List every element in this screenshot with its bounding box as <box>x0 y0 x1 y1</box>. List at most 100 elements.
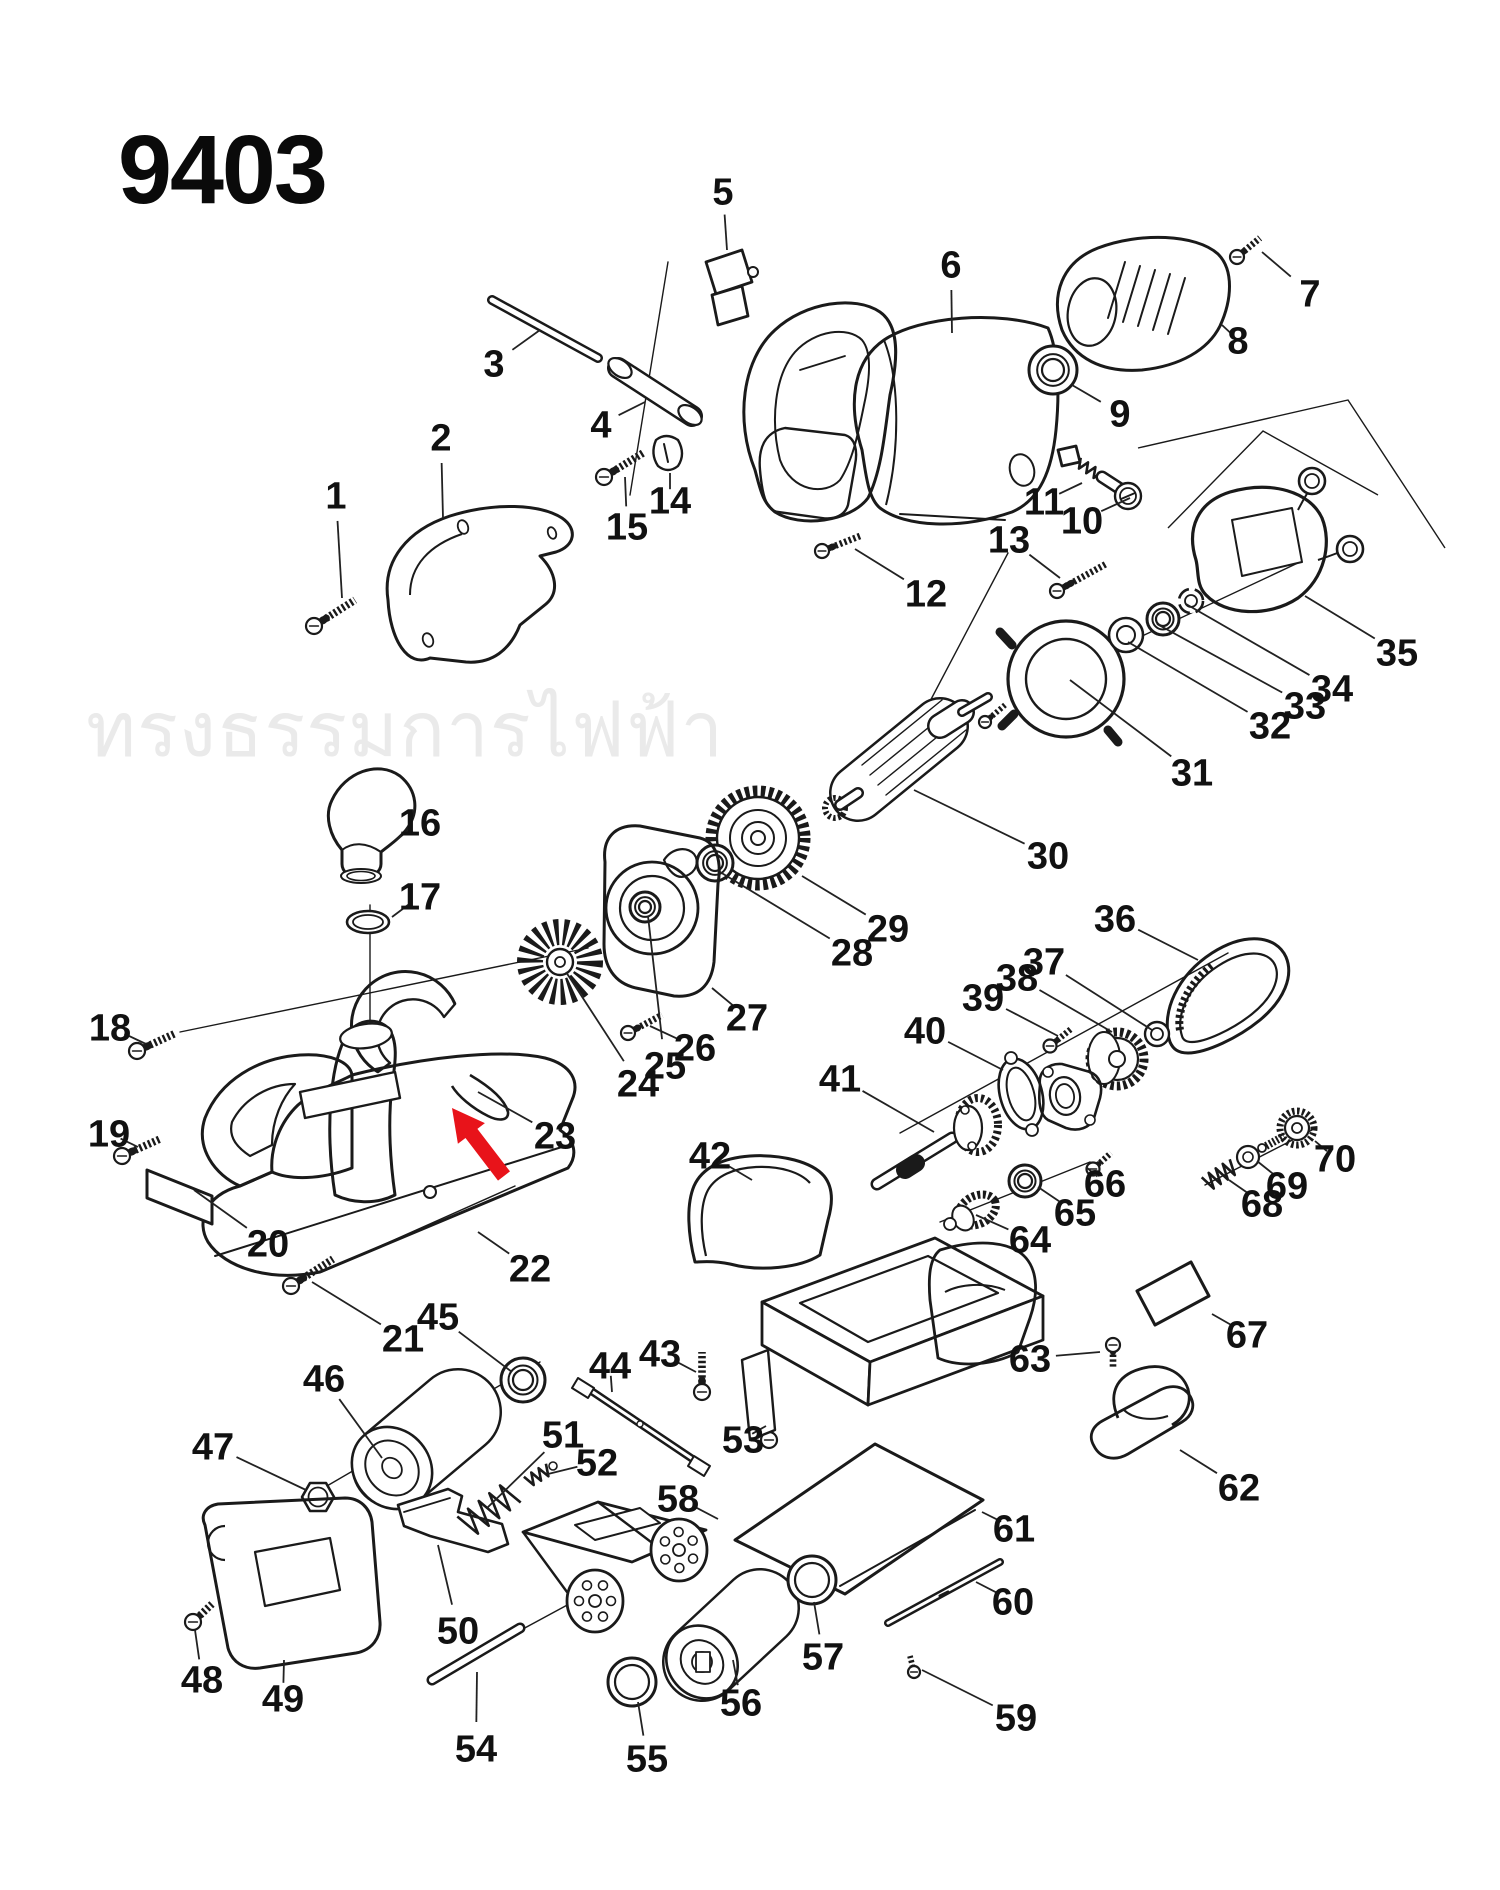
part-number-7: 7 <box>1299 273 1320 315</box>
part-label-14: 14 <box>649 473 691 522</box>
part-label-44: 44 <box>589 1345 631 1393</box>
leader-line-56 <box>732 1659 739 1686</box>
leader-line-50 <box>437 1544 453 1605</box>
leader-line-37 <box>1065 974 1153 1031</box>
part-number-32: 32 <box>1249 705 1291 747</box>
part-number-22: 22 <box>509 1248 551 1290</box>
part-number-47: 47 <box>192 1426 234 1468</box>
part-label-22: 22 <box>477 1231 551 1290</box>
leader-line-17 <box>391 903 410 918</box>
part-label-2: 2 <box>430 417 452 519</box>
part-number-64: 64 <box>1009 1219 1051 1261</box>
leader-line-66 <box>1085 1166 1098 1178</box>
part-label-40: 40 <box>904 1010 1004 1071</box>
part-number-58: 58 <box>657 1478 699 1520</box>
part-label-52: 52 <box>547 1442 618 1484</box>
leader-line-11 <box>1058 482 1083 495</box>
part-label-34: 34 <box>1185 603 1353 710</box>
leader-line-47 <box>236 1456 307 1491</box>
leader-line-70 <box>1314 1140 1328 1152</box>
leader-line-67 <box>1211 1313 1234 1327</box>
part-number-51: 51 <box>542 1414 584 1456</box>
part-number-37: 37 <box>1023 941 1065 983</box>
leader-line-61 <box>981 1511 1002 1523</box>
leader-line-28 <box>719 871 831 940</box>
leader-line-4 <box>618 401 646 417</box>
leader-line-9 <box>1071 384 1102 403</box>
leader-line-26 <box>649 1025 678 1040</box>
part-number-66: 66 <box>1084 1163 1126 1205</box>
leader-line-10 <box>1100 497 1131 513</box>
part-number-labels: 1234567891011121314151617181920212223242… <box>88 171 1418 1780</box>
part-label-3: 3 <box>483 329 541 385</box>
part-number-21: 21 <box>382 1318 424 1360</box>
part-label-43: 43 <box>639 1333 697 1375</box>
part-label-18: 18 <box>89 1007 147 1049</box>
part-number-39: 39 <box>962 977 1004 1019</box>
part-number-23: 23 <box>534 1115 576 1157</box>
part-label-8: 8 <box>1221 320 1249 362</box>
leader-line-8 <box>1221 324 1233 335</box>
leader-line-2 <box>440 462 444 519</box>
leader-line-18 <box>124 1032 147 1045</box>
leader-line-7 <box>1261 251 1292 278</box>
part-label-20: 20 <box>193 1189 289 1265</box>
part-label-29: 29 <box>801 875 909 950</box>
part-number-13: 13 <box>988 519 1030 561</box>
part-label-54: 54 <box>455 1671 497 1770</box>
model-title: 9403 <box>118 115 326 224</box>
part-label-24: 24 <box>565 971 659 1105</box>
leader-line-32 <box>1127 641 1249 713</box>
part-label-16: 16 <box>395 802 441 844</box>
part-number-25: 25 <box>644 1045 686 1087</box>
part-number-40: 40 <box>904 1010 946 1052</box>
leader-line-59 <box>921 1669 994 1707</box>
part-number-45: 45 <box>417 1296 459 1338</box>
part-number-41: 41 <box>819 1058 861 1100</box>
part-number-16: 16 <box>399 802 441 844</box>
part-number-69: 69 <box>1266 1165 1308 1207</box>
part-number-54: 54 <box>455 1728 497 1770</box>
part-number-29: 29 <box>867 908 909 950</box>
leader-line-22 <box>477 1231 510 1255</box>
leader-line-55 <box>637 1701 645 1736</box>
part-number-38: 38 <box>996 957 1038 999</box>
part-label-57: 57 <box>802 1601 844 1678</box>
part-number-11: 11 <box>1024 481 1064 523</box>
leader-line-57 <box>813 1601 821 1635</box>
part-number-24: 24 <box>617 1063 659 1105</box>
leader-line-62 <box>1179 1449 1218 1474</box>
part-number-1: 1 <box>325 475 346 517</box>
part-label-36: 36 <box>1094 898 1199 961</box>
part-number-20: 20 <box>247 1223 289 1265</box>
leader-line-1 <box>336 520 343 599</box>
leader-line-12 <box>854 548 905 581</box>
part-number-12: 12 <box>905 573 947 615</box>
part-label-9: 9 <box>1071 384 1131 435</box>
part-number-48: 48 <box>181 1659 223 1701</box>
part-label-6: 6 <box>940 244 962 334</box>
part-label-13: 13 <box>988 519 1061 579</box>
part-number-56: 56 <box>720 1682 762 1724</box>
part-label-70: 70 <box>1314 1138 1356 1180</box>
part-label-23: 23 <box>477 1091 576 1157</box>
leader-line-21 <box>311 1281 382 1326</box>
leader-line-13 <box>1028 553 1061 579</box>
part-number-30: 30 <box>1027 835 1069 877</box>
leader-line-42 <box>726 1164 753 1181</box>
watermark-text: ทรงธรรมการไฟฟ้า <box>86 685 724 774</box>
leader-line-27 <box>711 987 734 1007</box>
leader-line-68 <box>1228 1179 1250 1195</box>
part-number-44: 44 <box>589 1345 631 1387</box>
part-label-19: 19 <box>88 1113 139 1155</box>
part-label-37: 37 <box>1023 941 1153 1031</box>
part-number-60: 60 <box>992 1581 1034 1623</box>
part-label-27: 27 <box>711 987 768 1039</box>
part-label-48: 48 <box>181 1629 223 1701</box>
part-number-6: 6 <box>940 244 961 286</box>
leader-line-20 <box>193 1189 248 1229</box>
part-number-4: 4 <box>590 404 611 446</box>
part-label-5: 5 <box>712 171 734 251</box>
part-number-34: 34 <box>1311 668 1353 710</box>
